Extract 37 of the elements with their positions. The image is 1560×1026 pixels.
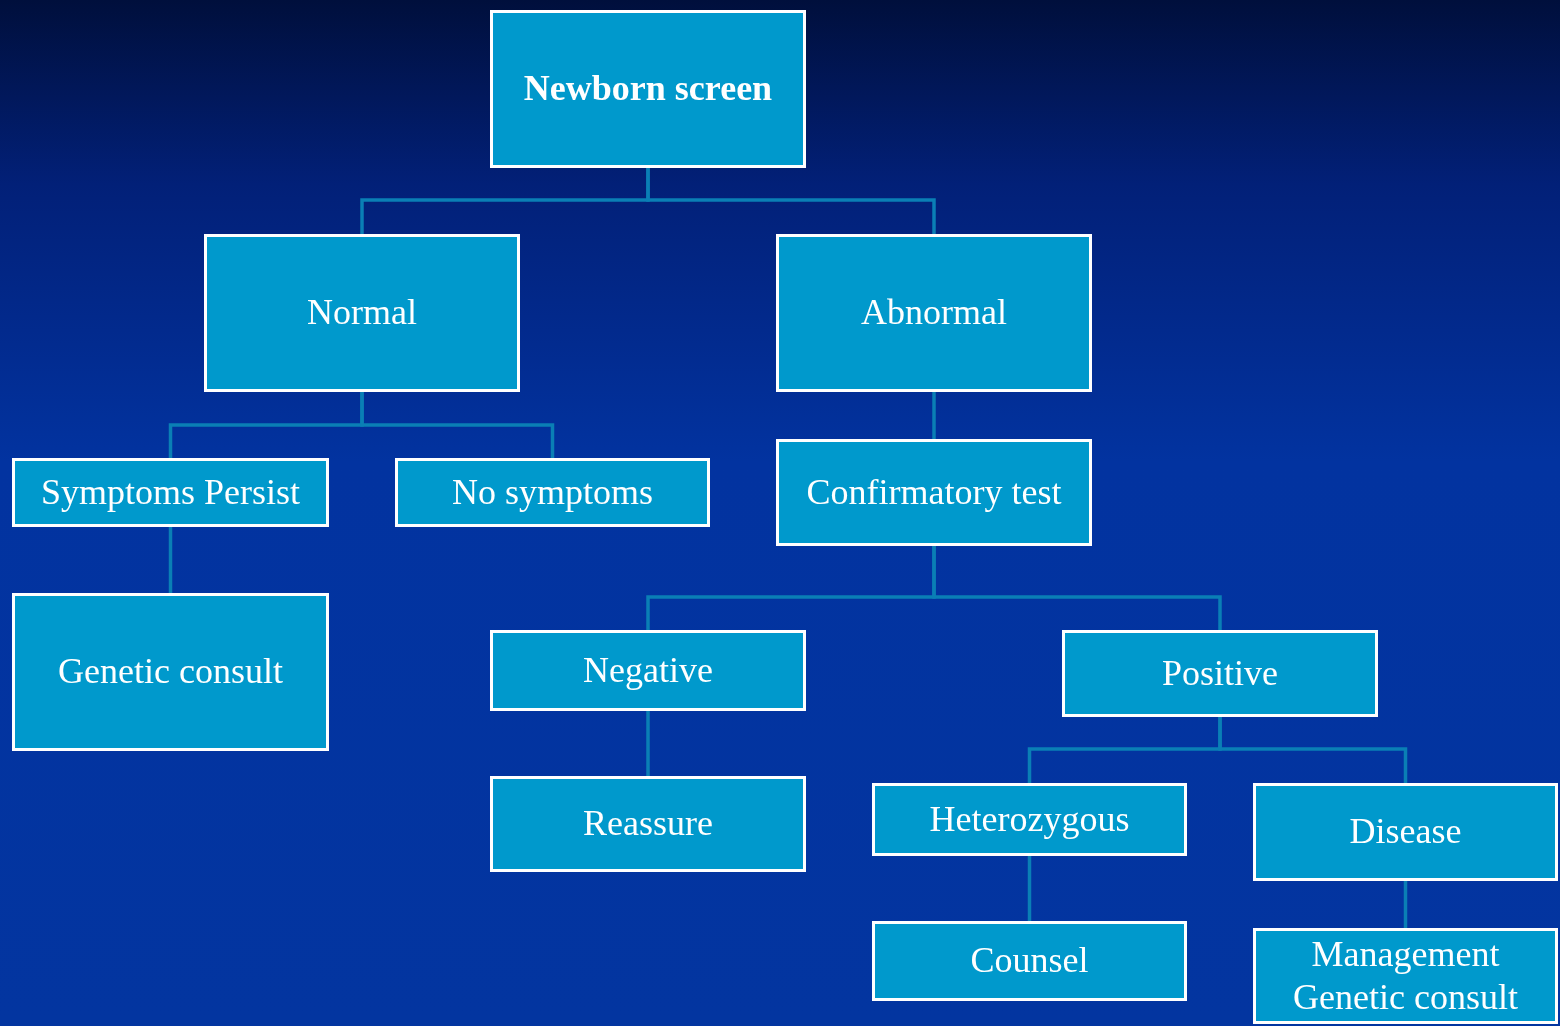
- process-box: [1253, 928, 1558, 1024]
- connector-line: [932, 392, 936, 439]
- connector-line: [1027, 856, 1032, 921]
- box-label: Normal: [306, 291, 418, 335]
- connector-line: [360, 392, 555, 458]
- process-box: [204, 234, 520, 392]
- process-box: [490, 10, 806, 168]
- connector-line: [1403, 881, 1408, 928]
- box-label: Negative: [582, 648, 714, 692]
- process-box: [776, 439, 1092, 546]
- process-box: [490, 630, 806, 711]
- box-label: Management Genetic consult: [1292, 932, 1519, 1019]
- box-label: Disease: [1348, 810, 1463, 854]
- box-label: Positive: [1161, 651, 1279, 695]
- connector-line: [168, 527, 173, 593]
- box-label: Confirmatory test: [805, 470, 1063, 514]
- process-box: [395, 458, 710, 527]
- process-box: [872, 783, 1187, 856]
- connector-line: [646, 711, 650, 776]
- process-box: [12, 458, 329, 527]
- process-box: [490, 776, 806, 872]
- process-box: [872, 921, 1187, 1001]
- process-box: [12, 593, 329, 751]
- box-label: Heterozygous: [928, 797, 1131, 841]
- box-label: Newborn screen: [522, 67, 774, 111]
- box-label: Counsel: [969, 939, 1090, 983]
- connector-line: [1218, 717, 1408, 783]
- box-label: Abnormal: [860, 291, 1008, 335]
- connector-line: [932, 546, 1222, 630]
- connector-line: [646, 168, 936, 234]
- box-label: Reassure: [582, 802, 714, 846]
- process-box: [776, 234, 1092, 392]
- box-label: Symptoms Persist: [39, 470, 302, 514]
- process-box: [1253, 783, 1558, 881]
- process-box: [1062, 630, 1378, 717]
- box-label: No symptoms: [451, 470, 654, 514]
- box-label: Genetic consult: [57, 650, 284, 694]
